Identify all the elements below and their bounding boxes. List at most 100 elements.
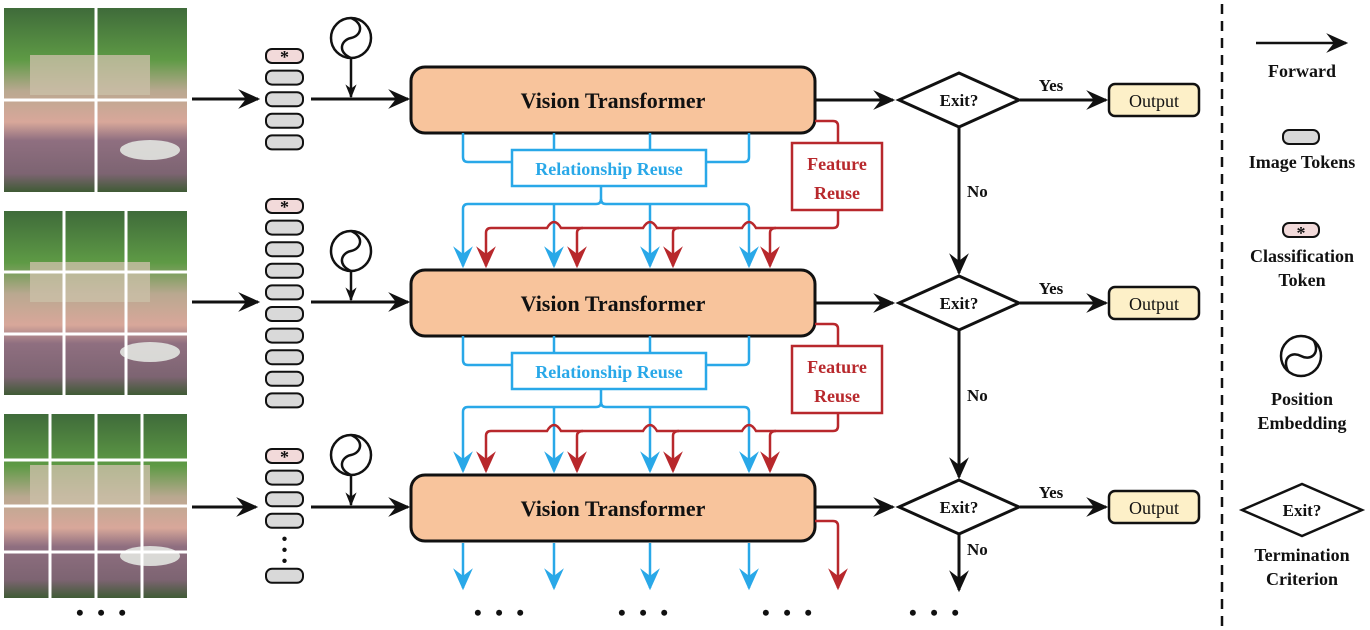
ellipsis: • • • (909, 600, 963, 625)
legend-termination-symbol: Exit? (1283, 501, 1322, 520)
legend-classification-label-1: Classification (1250, 246, 1354, 266)
image-token (265, 512, 304, 529)
ellipsis: • • • (762, 600, 816, 625)
image-token (265, 327, 304, 344)
token-stack-2: * (265, 197, 304, 409)
position-embedding-icon (329, 16, 373, 60)
exit-label: Exit? (940, 91, 979, 110)
legend: Forward Image Tokens * Classification To… (1238, 33, 1366, 589)
yes-label: Yes (1039, 483, 1064, 502)
no-label: No (967, 540, 988, 559)
yes-label: Yes (1039, 279, 1064, 298)
asterisk-icon: * (1297, 223, 1306, 243)
legend-image-token-icon (1282, 129, 1320, 145)
vision-transformer-block-3: Vision Transformer (409, 473, 817, 543)
legend-position-label-1: Position (1271, 389, 1333, 409)
feature-reuse-label: Reuse (814, 386, 860, 406)
relationship-line (461, 336, 512, 367)
image-token (265, 491, 304, 508)
feature-reuse-label: Feature (807, 357, 867, 377)
stage-3-outgoing-arrows (453, 519, 848, 591)
image-token (265, 469, 304, 486)
legend-class-token-icon (1282, 222, 1320, 238)
feature-line (815, 119, 840, 143)
classification-token (265, 48, 304, 64)
feature-line (815, 322, 840, 346)
feature-arrow (663, 429, 683, 474)
feature-arrow (476, 210, 840, 269)
legend-termination-label-2: Criterion (1266, 569, 1338, 589)
relationship-reuse-box (510, 351, 708, 391)
classification-token (265, 198, 304, 214)
exit-label: Exit? (940, 294, 979, 313)
feature-arrow (815, 519, 848, 591)
feature-reuse-box (790, 344, 884, 415)
exit-decision-2: Exit? (895, 274, 1023, 332)
relationship-arrow (606, 202, 759, 269)
exit-label: Exit? (940, 498, 979, 517)
asterisk-icon: * (280, 47, 289, 67)
vit-label: Vision Transformer (521, 88, 706, 113)
no-label: No (967, 182, 988, 201)
image-token (265, 112, 304, 129)
output-label: Output (1129, 294, 1179, 314)
yes-label: Yes (1039, 76, 1064, 95)
vision-transformer-block-2: Vision Transformer (409, 268, 817, 338)
legend-image-tokens-label: Image Tokens (1249, 152, 1356, 172)
asterisk-icon: * (280, 197, 289, 217)
output-box-1: Output (1107, 82, 1201, 118)
vit-label: Vision Transformer (521, 496, 706, 521)
image-token (265, 567, 304, 584)
feature-arrow (567, 226, 587, 269)
images-ellipsis: • • • (76, 600, 130, 625)
vision-transformer-block-1: Vision Transformer (409, 65, 817, 135)
relationship-line (706, 336, 751, 367)
ellipsis: • • • (474, 600, 528, 625)
classification-token (265, 448, 304, 464)
token-stack-1: * (265, 47, 304, 151)
output-label: Output (1129, 91, 1179, 111)
feature-reuse-label: Reuse (814, 183, 860, 203)
legend-classification-label-2: Token (1278, 270, 1325, 290)
token-stack-3: * (265, 447, 304, 584)
stage-2-image (4, 211, 187, 395)
relationship-line (461, 133, 512, 164)
image-token (265, 69, 304, 86)
image-token (265, 392, 304, 409)
vertical-ellipsis-dot (282, 558, 287, 563)
legend-position-label-2: Embedding (1257, 413, 1346, 433)
feature-arrow (663, 226, 683, 269)
legend-termination-label-1: Termination (1254, 545, 1349, 565)
image-token (265, 134, 304, 151)
asterisk-icon: * (280, 447, 289, 467)
image-token (265, 349, 304, 366)
feature-arrow (760, 226, 780, 269)
vit-label: Vision Transformer (521, 291, 706, 316)
palace-photo (4, 211, 187, 395)
exit-decision-1: Exit? (895, 71, 1023, 129)
feature-reuse-box (790, 141, 884, 212)
feature-arrow (476, 413, 840, 474)
no-label: No (967, 386, 988, 405)
relationship-reuse-box (510, 148, 708, 188)
relationship-reuse-label: Relationship Reuse (535, 159, 683, 179)
image-token (265, 370, 304, 387)
image-token (265, 91, 304, 108)
image-token (265, 219, 304, 236)
image-token (265, 284, 304, 301)
output-box-2: Output (1107, 285, 1201, 321)
stage-3-image (4, 414, 187, 598)
relationship-line (706, 133, 751, 164)
feature-reuse-label: Feature (807, 154, 867, 174)
feature-arrow (567, 429, 587, 474)
relationship-arrow (453, 405, 596, 474)
position-embedding-icon (329, 433, 373, 477)
vertical-ellipsis-dot (282, 547, 287, 552)
position-embedding-icon (329, 229, 373, 273)
relationship-arrow (606, 405, 759, 474)
image-token (265, 241, 304, 258)
relationship-reuse-label: Relationship Reuse (535, 362, 683, 382)
exit-decision-3: Exit? (895, 478, 1023, 536)
